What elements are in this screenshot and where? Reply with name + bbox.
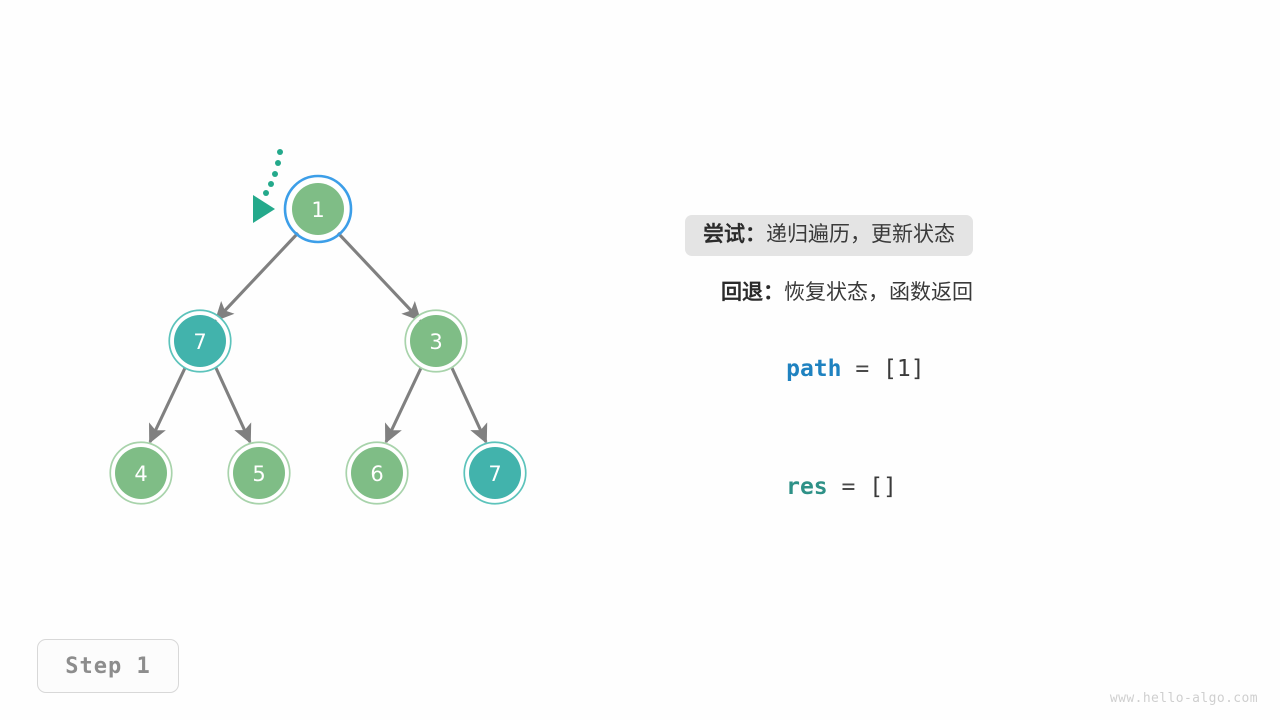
step-badge: Step 1 bbox=[37, 639, 179, 693]
watermark-text: www.hello-algo.com bbox=[1109, 691, 1258, 706]
hint-try-box: 尝试：递归遍历，更新状态 bbox=[685, 215, 973, 256]
node-ring-gap bbox=[465, 443, 525, 503]
watermark: www.hello-algo.com bbox=[1110, 691, 1258, 706]
node-ring-gap bbox=[111, 443, 171, 503]
hint-try-key: 尝试： bbox=[703, 222, 766, 246]
cursor-trail-dot bbox=[268, 181, 274, 187]
binary-tree-diagram: 1 7 3 4 5 bbox=[109, 149, 527, 505]
node-ring bbox=[463, 441, 527, 505]
node-highlight-ring bbox=[283, 174, 353, 244]
variable-row-path: path = [1] bbox=[703, 330, 925, 408]
tree-edge bbox=[214, 367, 252, 444]
tree-node-4[interactable]: 4 bbox=[109, 441, 173, 505]
tree-edge bbox=[384, 367, 423, 444]
cursor-pointer bbox=[253, 149, 283, 223]
node-ring bbox=[109, 441, 173, 505]
tree-edges bbox=[148, 231, 488, 444]
node-ring bbox=[227, 441, 291, 505]
variable-value-path: [1] bbox=[883, 356, 925, 382]
hint-back-key: 回退： bbox=[721, 280, 784, 304]
variable-equals-path: = bbox=[841, 356, 884, 382]
hint-row-back: 回退：恢复状态，函数返回 bbox=[703, 273, 991, 314]
cursor-arrow-icon bbox=[253, 195, 275, 223]
hint-back-value: 恢复状态，函数返回 bbox=[784, 280, 973, 304]
tree-node-5[interactable]: 5 bbox=[227, 441, 291, 505]
tree-node-3[interactable]: 3 bbox=[404, 309, 468, 373]
cursor-trail-dot bbox=[275, 160, 281, 166]
variable-name-res: res bbox=[786, 474, 828, 500]
tree-edge bbox=[148, 367, 187, 444]
node-circle bbox=[292, 183, 344, 235]
step-badge-label: Step 1 bbox=[65, 653, 151, 679]
cursor-trail-dot bbox=[263, 190, 269, 196]
tree-edge bbox=[336, 231, 422, 322]
node-circle bbox=[233, 447, 285, 499]
tree-edge bbox=[214, 231, 300, 322]
node-ring-gap bbox=[347, 443, 407, 503]
node-ring bbox=[404, 309, 468, 373]
variable-value-res: [] bbox=[869, 474, 897, 500]
node-ring-gap bbox=[170, 311, 230, 371]
node-circle bbox=[174, 315, 226, 367]
cursor-trail-dot bbox=[277, 149, 283, 155]
variable-row-res: res = [] bbox=[703, 448, 897, 526]
tree-node-7-left[interactable]: 7 bbox=[168, 309, 232, 373]
tree-edge bbox=[450, 367, 488, 444]
tree-node-6[interactable]: 6 bbox=[345, 441, 409, 505]
hint-try-value: 递归遍历，更新状态 bbox=[766, 222, 955, 246]
hint-back-box: 回退：恢复状态，函数返回 bbox=[703, 273, 991, 314]
node-ring bbox=[287, 178, 349, 240]
hint-row-try: 尝试：递归遍历，更新状态 bbox=[685, 215, 973, 256]
tree-node-1[interactable]: 1 bbox=[283, 174, 353, 244]
node-ring-gap bbox=[229, 443, 289, 503]
node-circle bbox=[469, 447, 521, 499]
tree-node-7-right[interactable]: 7 bbox=[463, 441, 527, 505]
node-circle bbox=[410, 315, 462, 367]
node-ring-gap bbox=[406, 311, 466, 371]
node-circle bbox=[115, 447, 167, 499]
variable-name-path: path bbox=[786, 356, 842, 382]
node-circle bbox=[351, 447, 403, 499]
node-ring bbox=[168, 309, 232, 373]
variable-equals-res: = bbox=[827, 474, 870, 500]
node-ring bbox=[345, 441, 409, 505]
cursor-trail-dot bbox=[272, 171, 278, 177]
